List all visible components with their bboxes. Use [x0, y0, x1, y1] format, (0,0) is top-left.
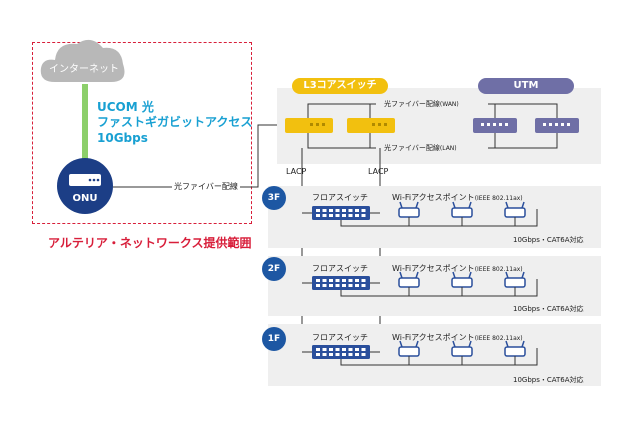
internet-label: インターネット	[49, 64, 119, 75]
floor-badge-3f: 3F	[262, 186, 286, 210]
lan-link-sub: (LAN)	[439, 145, 457, 152]
ap-label-3f: Wi-Fiアクセスポイント(IEEE 802.11ax)	[392, 192, 523, 203]
floor-spec-3f: 10Gbps・CAT6A対応	[513, 236, 584, 244]
floor-switch-1f	[312, 345, 370, 359]
floor-switch-label-2f: フロアスイッチ	[312, 264, 368, 273]
floor-badge-1f: 1F	[262, 327, 286, 351]
onu-link-label: 光ファイバー配線	[172, 181, 240, 192]
l3-switch-right	[347, 118, 395, 133]
ap-label-1f: Wi-Fiアクセスポイント(IEEE 802.11ax)	[392, 332, 523, 343]
l3-switch-left	[285, 118, 333, 133]
floor-spec-1f: 10Gbps・CAT6A対応	[513, 376, 584, 384]
wan-service-label: ファストギガビットアクセス	[97, 115, 253, 129]
onu-icon	[69, 174, 101, 186]
wan-link-sub: (WAN)	[439, 101, 459, 108]
wifi-ap-icon-2f-1	[398, 277, 420, 288]
lan-link-label: 光ファイバー配線(LAN)	[384, 143, 457, 153]
wifi-ap-icon-3f-1	[398, 207, 420, 218]
wifi-ap-icon-2f-3	[504, 277, 526, 288]
wifi-ap-icon-2f-2	[451, 277, 473, 288]
utm-label: UTM	[478, 78, 574, 94]
wan-speed-label: 10Gbps	[97, 131, 148, 145]
ap-label-text-1f: Wi-Fiアクセスポイント	[392, 333, 475, 342]
floor-wiring-1f	[340, 348, 538, 366]
ap-label-sub-3f: (IEEE 802.11ax)	[474, 195, 523, 202]
wan-link-line	[82, 84, 88, 160]
cloud-icon	[40, 39, 125, 82]
floor-switch-2f	[312, 276, 370, 290]
floor-spec-2f: 10Gbps・CAT6A対応	[513, 305, 584, 313]
lan-link-text: 光ファイバー配線	[384, 144, 440, 152]
provider-zone	[32, 42, 252, 224]
ap-label-text-3f: Wi-Fiアクセスポイント	[392, 193, 475, 202]
floor-wiring-2f	[340, 279, 538, 297]
floor-wiring-3f	[340, 209, 538, 227]
wan-provider-label: UCOM 光	[97, 100, 154, 114]
ap-label-2f: Wi-Fiアクセスポイント(IEEE 802.11ax)	[392, 263, 523, 274]
ap-label-text-2f: Wi-Fiアクセスポイント	[392, 264, 475, 273]
floor-badge-2f: 2F	[262, 257, 286, 281]
wifi-ap-icon-3f-2	[451, 207, 473, 218]
wifi-ap-icon-1f-2	[451, 346, 473, 357]
floor-switch-label-3f: フロアスイッチ	[312, 193, 368, 202]
provider-zone-label: アルテリア・ネットワークス提供範囲	[48, 236, 252, 250]
wifi-ap-icon-1f-3	[504, 346, 526, 357]
lacp-left-label: LACP	[286, 167, 307, 176]
wifi-ap-icon-1f-1	[398, 346, 420, 357]
onu-label: ONU	[72, 193, 98, 204]
lacp-right-label: LACP	[368, 167, 389, 176]
l3-core-switch-label: L3コアスイッチ	[292, 78, 388, 94]
ap-label-sub-2f: (IEEE 802.11ax)	[474, 266, 523, 273]
wan-link-label: 光ファイバー配線(WAN)	[384, 99, 459, 109]
floor-switch-3f	[312, 206, 370, 220]
floor-switch-label-1f: フロアスイッチ	[312, 333, 368, 342]
wan-link-text: 光ファイバー配線	[384, 100, 440, 108]
ap-label-sub-1f: (IEEE 802.11ax)	[474, 335, 523, 342]
wifi-ap-icon-3f-3	[504, 207, 526, 218]
